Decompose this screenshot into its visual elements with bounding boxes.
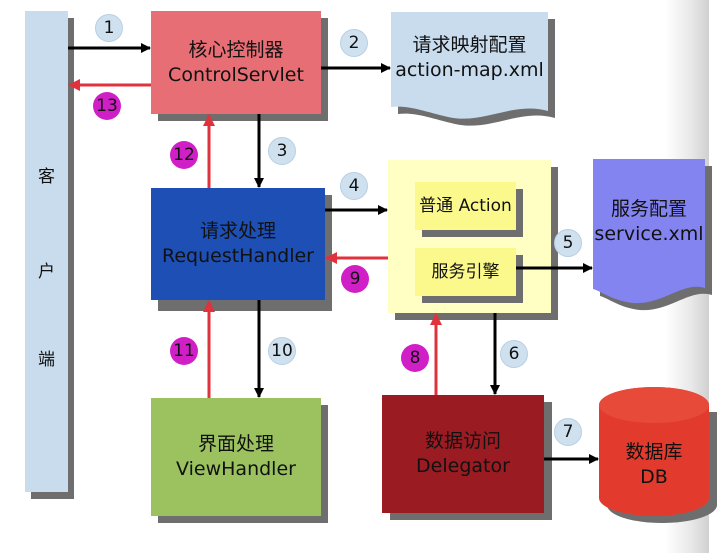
- normal-action-box: 普通 Action: [415, 182, 516, 230]
- client-label-char-3: 端: [38, 350, 55, 370]
- delegator-title: 数据访问: [424, 430, 501, 453]
- action-map-doc-text: 请求映射配置 action-map.xml: [391, 33, 548, 82]
- control-servlet-title: 核心控制器: [188, 38, 284, 61]
- step-badge-5: 5: [554, 229, 582, 257]
- view-handler-box: 界面处理 ViewHandler: [151, 398, 321, 516]
- client-label-char-1: 客: [38, 167, 55, 187]
- service-config-title: 服务配置: [610, 198, 687, 220]
- normal-action-label: 普通 Action: [419, 195, 512, 216]
- step-badge-11: 11: [170, 337, 198, 365]
- service-config-doc-text: 服务配置 service.xml: [593, 197, 705, 246]
- step-badge-10: 10: [268, 337, 296, 365]
- action-map-doc: [391, 12, 548, 119]
- database-title: 数据库: [625, 441, 683, 463]
- step-badge-8: 8: [401, 344, 429, 372]
- request-handler-subtitle: RequestHandler: [162, 245, 314, 267]
- step-badge-4: 4: [340, 172, 368, 200]
- view-handler-title: 界面处理: [197, 433, 274, 456]
- database-text: 数据库 DB: [599, 440, 709, 489]
- delegator-subtitle: Delegator: [416, 455, 510, 477]
- service-engine-label: 服务引擎: [431, 261, 500, 282]
- step-badge-1: 1: [95, 14, 123, 42]
- database-cylinder: [599, 387, 717, 523]
- step-badge-2: 2: [340, 29, 368, 57]
- action-map-title: 请求映射配置: [412, 34, 527, 56]
- step-badge-3: 3: [268, 137, 296, 165]
- action-map-subtitle: action-map.xml: [395, 58, 544, 81]
- step-badge-9: 9: [341, 265, 369, 293]
- service-engine-box: 服务引擎: [415, 248, 516, 296]
- control-servlet-box: 核心控制器 ControlServlet: [151, 11, 321, 114]
- client-bar: 客 户 端: [25, 11, 68, 492]
- database-subtitle: DB: [640, 465, 668, 488]
- control-servlet-subtitle: ControlServlet: [168, 63, 304, 86]
- service-config-doc: [593, 159, 705, 304]
- client-label-char-2: 户: [38, 262, 55, 282]
- request-handler-box: 请求处理 RequestHandler: [151, 188, 325, 300]
- service-config-subtitle: service.xml: [594, 222, 704, 245]
- request-handler-title: 请求处理: [199, 220, 276, 243]
- delegator-box: 数据访问 Delegator: [382, 395, 544, 513]
- step-badge-13: 13: [93, 92, 121, 120]
- step-badge-12: 12: [170, 141, 198, 169]
- view-handler-subtitle: ViewHandler: [176, 458, 296, 480]
- step-badge-6: 6: [500, 340, 528, 368]
- step-badge-7: 7: [554, 418, 582, 446]
